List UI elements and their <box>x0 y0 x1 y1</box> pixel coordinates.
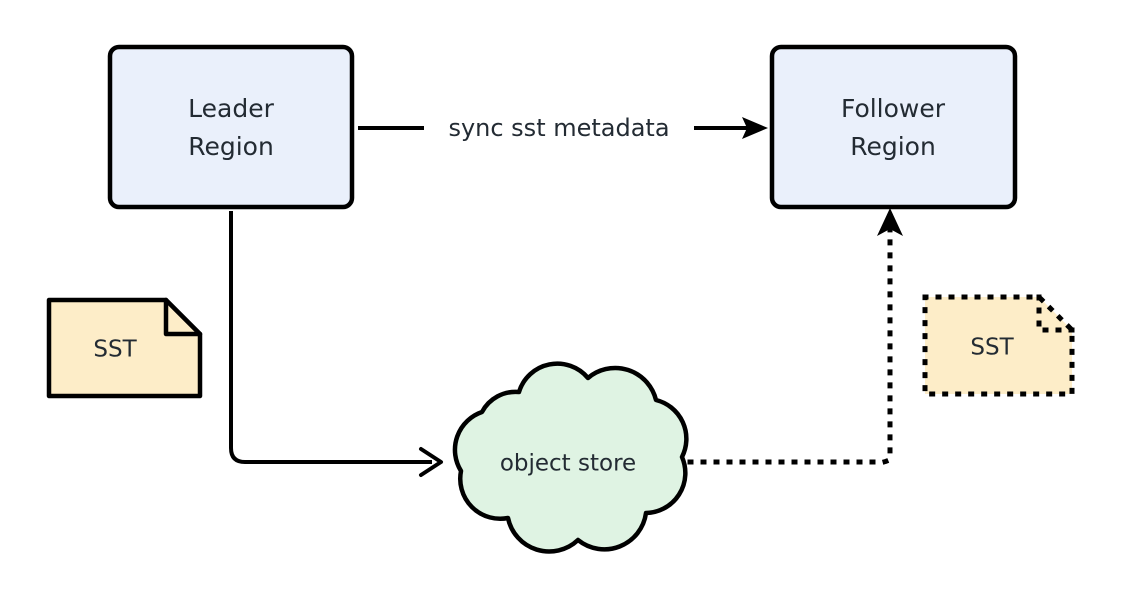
arrowhead-to-follower-region <box>742 117 768 139</box>
follower-region-box[interactable] <box>769 44 1018 210</box>
node-sst-follower[interactable]: SST <box>922 294 1075 397</box>
sst-leader-document-shape[interactable] <box>46 297 203 399</box>
object-store-cloud-shape[interactable] <box>452 361 689 554</box>
edge-object-store-to-follower-path <box>687 225 893 465</box>
follower-region-label-line1: Follower <box>841 94 946 123</box>
edge-leader-to-object-store <box>229 211 443 477</box>
sst-leader-fold-corner-icon <box>163 297 203 337</box>
leader-region-label-line1: Leader <box>188 94 274 123</box>
leader-region-box[interactable] <box>107 44 355 210</box>
sst-follower-label: SST <box>970 335 1014 361</box>
edge-leader-to-follower: sync sst metadata <box>358 114 768 142</box>
node-object-store[interactable]: object store <box>452 361 689 554</box>
follower-region-label-line2: Region <box>850 132 936 161</box>
node-leader-region[interactable]: Leader Region <box>107 44 355 210</box>
edge-object-store-to-follower <box>687 208 903 465</box>
edge-leader-to-object-store-path <box>229 211 432 464</box>
node-sst-leader[interactable]: SST <box>46 297 203 399</box>
node-follower-region[interactable]: Follower Region <box>769 44 1018 210</box>
sst-follower-document-fill <box>925 297 1072 394</box>
arrowhead-to-follower-region-dotted <box>877 208 903 236</box>
leader-region-label-line2: Region <box>188 132 274 161</box>
object-store-label: object store <box>500 451 636 477</box>
edge-label-sync-sst-metadata: sync sst metadata <box>448 114 669 142</box>
sst-follower-document-shape[interactable] <box>922 294 1075 397</box>
sst-follower-fold-corner-icon <box>1036 294 1075 333</box>
sst-leader-label: SST <box>93 337 137 363</box>
arrowhead-to-object-store <box>419 447 443 477</box>
